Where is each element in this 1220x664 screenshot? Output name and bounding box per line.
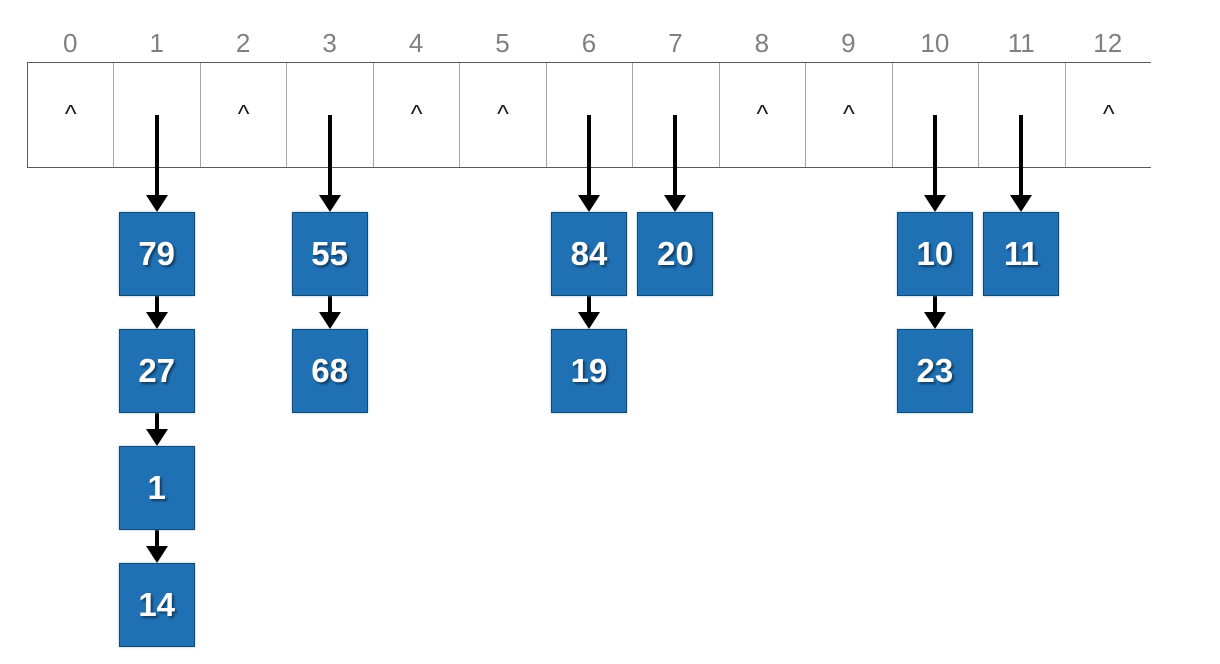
chain-node[interactable]: 68 [291,329,368,413]
arrow-stem [587,296,591,313]
arrow-stem [1019,115,1024,196]
arrow-stem [587,115,591,196]
arrow-head [145,429,168,446]
chain-node-value: 11 [1003,235,1039,272]
chain-node-value: 19 [570,352,608,389]
bucket-cell-8[interactable]: ^ [719,63,807,167]
null-pointer-icon: ^ [64,100,77,128]
bucket-index-label-0: 0 [62,28,78,58]
bucket-index-label-12: 12 [1093,28,1123,58]
bucket-index-label-5: 5 [495,28,510,58]
arrow-head [1010,195,1033,212]
bucket-index-label-9: 9 [841,28,856,58]
arrow-head [578,195,600,212]
arrow-head [923,195,946,212]
chain-node-value: 23 [916,352,954,389]
bucket-index-label-11: 11 [1007,28,1035,58]
arrow-head [145,195,168,212]
chain-node[interactable]: 20 [637,212,714,296]
bucket-cell-4[interactable]: ^ [373,63,461,167]
arrow-stem [932,296,937,313]
chain-node[interactable]: 10 [896,212,973,296]
chain-node[interactable]: 1 [118,446,195,530]
chain-node[interactable]: 55 [291,212,368,296]
arrow-head [318,195,341,212]
chain-node-value: 14 [138,586,176,623]
chain-node-value: 27 [138,352,176,389]
next-node-arrow [145,296,169,329]
chain-node[interactable]: 11 [983,212,1060,296]
next-node-arrow [145,530,169,563]
bucket-index-label-8: 8 [754,28,770,58]
chain-node[interactable]: 19 [551,329,627,413]
null-pointer-icon: ^ [497,100,509,128]
arrow-head [578,312,600,329]
bucket-cell-2[interactable]: ^ [200,63,288,167]
null-pointer-icon: ^ [843,100,855,128]
chain-node[interactable]: 79 [118,212,195,296]
chain-node-value: 68 [311,352,348,389]
arrow-stem [327,296,332,313]
next-node-arrow [145,413,169,446]
bucket-index-label-10: 10 [920,28,950,58]
null-pointer-icon: ^ [237,100,250,128]
bucket-to-node-arrow-7 [663,115,687,212]
bucket-to-node-arrow-1 [145,115,169,212]
null-pointer-icon: ^ [410,100,423,128]
bucket-index-label-1: 1 [149,28,164,58]
bucket-cell-0[interactable]: ^ [28,63,115,167]
next-node-arrow [318,296,342,329]
bucket-index-label-2: 2 [235,28,251,58]
bucket-cell-5[interactable]: ^ [460,63,547,167]
chain-node-value: 20 [657,235,694,272]
bucket-index-label-7: 7 [668,28,683,58]
bucket-to-node-arrow-11 [1009,115,1033,212]
arrow-stem [154,413,159,430]
arrow-stem [932,115,937,196]
bucket-index-label-6: 6 [581,28,597,58]
null-pointer-icon: ^ [756,100,769,128]
arrow-head [664,195,687,212]
bucket-cell-9[interactable]: ^ [806,63,893,167]
bucket-to-node-arrow-10 [923,115,947,212]
chain-node[interactable]: 27 [118,329,195,413]
chain-node-value: 1 [147,469,166,506]
bucket-to-node-arrow-6 [577,115,601,212]
arrow-stem [154,530,159,547]
null-pointer-icon: ^ [1102,100,1115,128]
bucket-cell-12[interactable]: ^ [1065,63,1152,167]
arrow-stem [154,115,159,196]
bucket-to-node-arrow-3 [318,115,342,212]
bucket-index-label-4: 4 [408,28,424,58]
arrow-head [145,546,168,563]
chain-node[interactable]: 14 [118,563,195,647]
chain-node[interactable]: 23 [896,329,973,413]
next-node-arrow [923,296,947,329]
chain-node[interactable]: 84 [551,212,627,296]
arrow-head [145,312,168,329]
arrow-head [318,312,341,329]
next-node-arrow [577,296,601,329]
arrow-stem [154,296,159,313]
chain-node-value: 10 [916,235,954,272]
arrow-head [923,312,946,329]
bucket-index-label-3: 3 [322,28,337,58]
chain-node-value: 84 [570,235,608,272]
arrow-stem [327,115,332,196]
arrow-stem [673,115,678,196]
bucket-array: ^ ^ ^ ^ ^ ^ ^ [27,62,1152,168]
chain-node-value: 55 [311,235,348,272]
chain-node-value: 79 [138,235,176,272]
